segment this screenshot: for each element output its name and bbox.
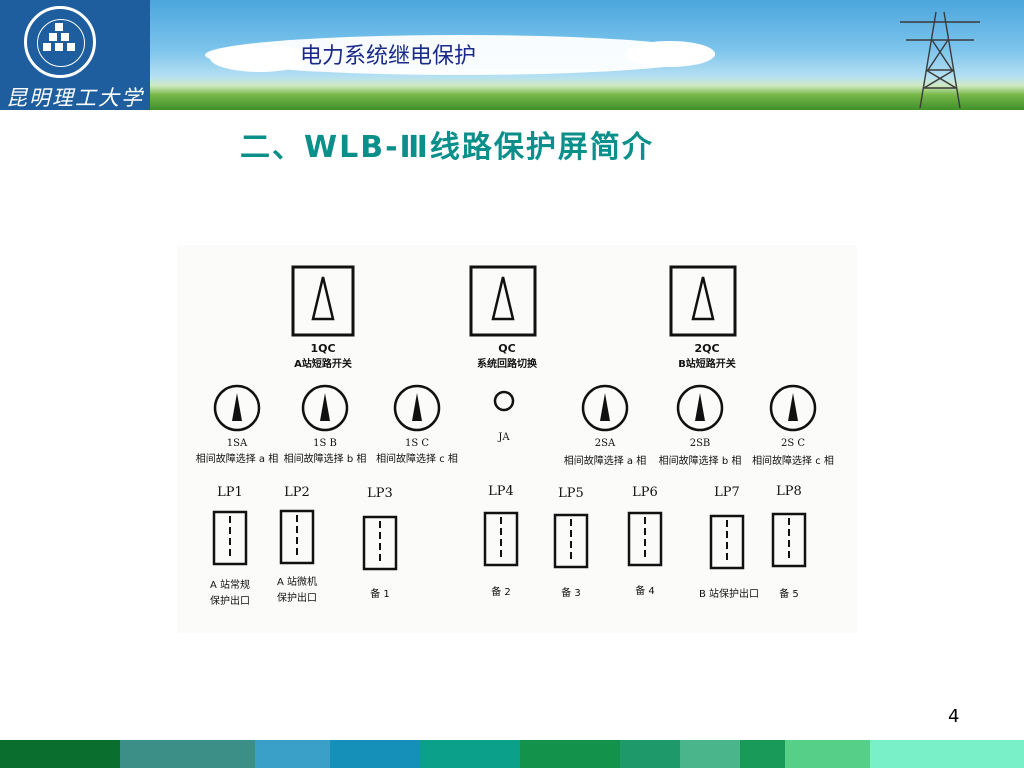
knob-selector-2sb-icon bbox=[676, 384, 724, 432]
university-name: 昆明理工大学 bbox=[6, 86, 144, 110]
rotary-switch-1qc-icon bbox=[291, 265, 355, 337]
plate-caption-line1: 备 3 bbox=[561, 586, 581, 599]
plate-caption-line1: 备 2 bbox=[491, 585, 511, 598]
footer-color-bar bbox=[0, 740, 1024, 768]
plate-lp7: LP7 B 站保护出口 bbox=[699, 485, 759, 600]
knob-selector-1sb-icon bbox=[301, 384, 349, 432]
cloud-decoration bbox=[205, 35, 715, 75]
switch-code: 1QC bbox=[310, 342, 335, 355]
rotary-switch-qc-icon bbox=[469, 265, 537, 337]
selector-code: 1S C bbox=[405, 438, 429, 449]
connecting-plate-icon bbox=[212, 510, 248, 566]
knob-selector-1sc-icon bbox=[393, 384, 441, 432]
plate-caption-line2: 保护出口 bbox=[210, 594, 250, 607]
plate-caption-line1: B 站保护出口 bbox=[699, 587, 759, 600]
connecting-plate-icon bbox=[627, 511, 663, 567]
knob-selector-2sc-icon bbox=[769, 384, 817, 432]
plate-code: LP2 bbox=[284, 485, 310, 500]
connecting-plate-icon bbox=[771, 512, 807, 568]
plate-lp6: LP6 备 4 bbox=[627, 485, 663, 597]
selector-caption: 相间故障选择 a 相 bbox=[564, 454, 647, 467]
switch-code: 2QC bbox=[694, 342, 719, 355]
plate-code: LP8 bbox=[776, 484, 802, 499]
plate-caption-line2: 保护出口 bbox=[277, 591, 317, 604]
protection-panel-diagram: 1QC A站短路开关 QC 系统回路切换 2QC B站短路开关 1SA 相间故障… bbox=[177, 245, 857, 633]
plate-lp4: LP4 备 2 bbox=[483, 484, 519, 598]
selector-caption: 相间故障选择 b 相 bbox=[284, 452, 367, 465]
plate-caption-line1: 备 4 bbox=[635, 584, 655, 597]
logo-panel: 昆明理工大学 bbox=[0, 0, 150, 110]
page-number: 4 bbox=[948, 706, 960, 727]
plate-caption-line1: A 站微机 bbox=[277, 575, 317, 588]
plate-code: LP6 bbox=[632, 485, 658, 500]
plate-code: LP7 bbox=[714, 485, 740, 500]
switch-code: QC bbox=[498, 342, 515, 355]
plate-code: LP4 bbox=[488, 484, 514, 499]
university-seal-icon bbox=[24, 6, 96, 78]
connecting-plate-icon bbox=[709, 514, 745, 570]
switch-label: A站短路开关 bbox=[294, 357, 352, 370]
indicator-lamp-icon bbox=[493, 390, 515, 412]
selector-caption: 相间故障选择 b 相 bbox=[659, 454, 742, 467]
plate-caption-line1: A 站常规 bbox=[210, 578, 250, 591]
connecting-plate-icon bbox=[362, 515, 398, 571]
selector-code: 2SB bbox=[690, 438, 711, 449]
power-tower-icon bbox=[900, 11, 980, 109]
selector-caption: 相间故障选择 a 相 bbox=[196, 452, 279, 465]
plate-caption-line1: 备 5 bbox=[779, 587, 799, 600]
course-title: 电力系统继电保护 bbox=[300, 44, 477, 69]
switch-label: 系统回路切换 bbox=[477, 357, 538, 370]
knob-selector-1sa-icon bbox=[213, 384, 261, 432]
selector-caption: 相间故障选择 c 相 bbox=[376, 452, 458, 465]
connecting-plate-icon bbox=[553, 513, 589, 569]
knob-selector-2sa-icon bbox=[581, 384, 629, 432]
selector-code: 2S C bbox=[781, 438, 805, 449]
plate-caption-line1: 备 1 bbox=[370, 587, 390, 600]
rotary-switch-2qc-icon bbox=[669, 265, 737, 337]
plate-lp8: LP8 备 5 bbox=[771, 484, 807, 600]
slide-heading: 二、WLB-Ⅲ线路保护屏简介 bbox=[240, 130, 654, 165]
selector-code: 1SA bbox=[227, 438, 248, 449]
selector-code: JA bbox=[497, 432, 510, 443]
selector-caption: 相间故障选择 c 相 bbox=[752, 454, 834, 467]
selector-code: 2SA bbox=[595, 438, 616, 449]
plate-lp1: LP1 A 站常规 保护出口 bbox=[210, 485, 250, 607]
switch-label: B站短路开关 bbox=[678, 357, 736, 370]
header-banner: 昆明理工大学 电力系统继电保护 bbox=[0, 0, 1024, 110]
plate-lp2: LP2 A 站微机 保护出口 bbox=[277, 485, 317, 604]
connecting-plate-icon bbox=[279, 509, 315, 565]
plate-code: LP1 bbox=[217, 485, 243, 500]
plate-code: LP3 bbox=[367, 486, 393, 501]
plate-code: LP5 bbox=[558, 486, 584, 501]
selector-code: 1S B bbox=[313, 438, 337, 449]
connecting-plate-icon bbox=[483, 511, 519, 567]
plate-lp3: LP3 备 1 bbox=[362, 486, 398, 600]
plate-lp5: LP5 备 3 bbox=[553, 486, 589, 599]
